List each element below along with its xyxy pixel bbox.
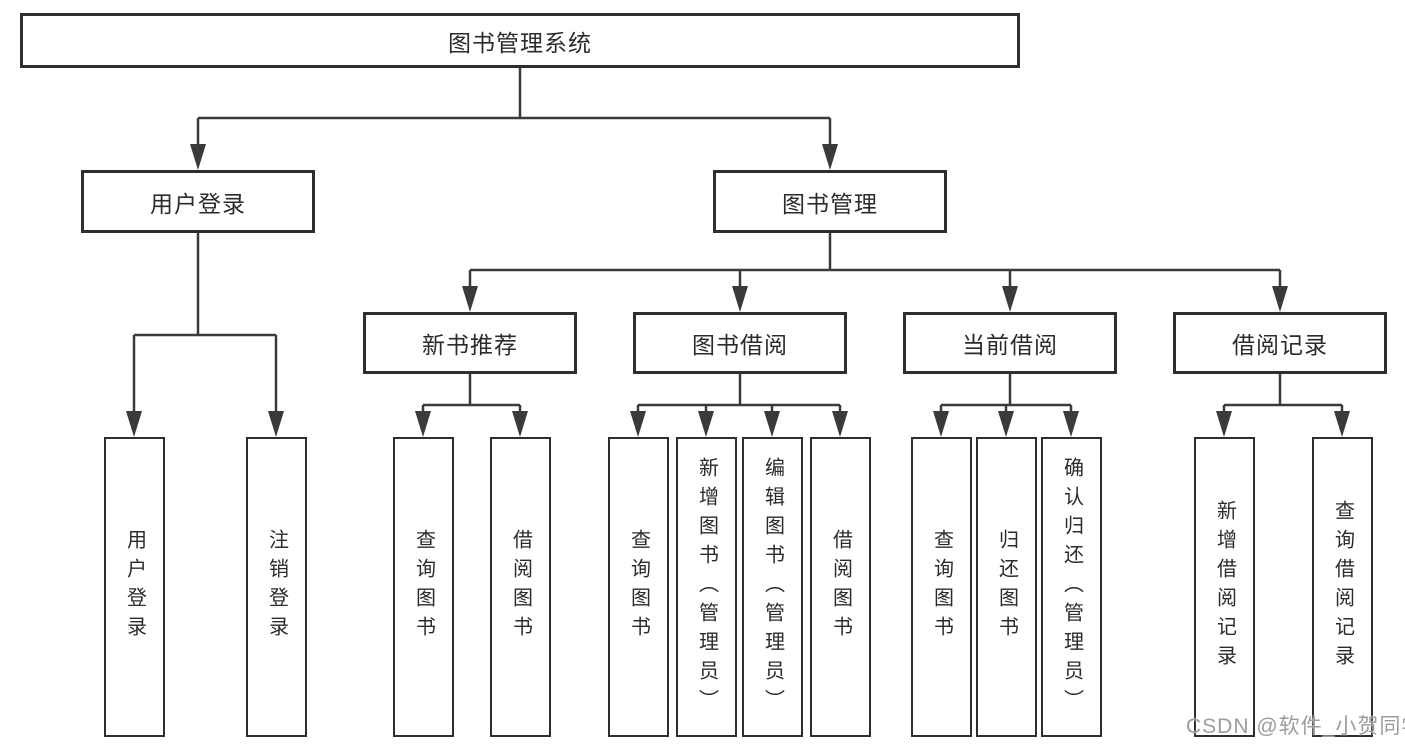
node-borrow-records: 借阅记录 xyxy=(1173,312,1387,374)
leaf-add-book-admin: 新增图书（管理员） xyxy=(676,437,737,737)
node-label: 新书推荐 xyxy=(422,332,518,358)
arrowhead-icon xyxy=(1063,411,1079,437)
edge-new-book-rec-children xyxy=(415,374,528,437)
leaf-borrow-books-2: 借阅图书 xyxy=(810,437,871,737)
arrowhead-icon xyxy=(832,411,848,437)
arrowhead-icon xyxy=(1216,411,1232,437)
leaf-add-borrow-record: 新增借阅记录 xyxy=(1194,437,1255,737)
arrowhead-icon xyxy=(190,144,206,170)
node-book-management: 图书管理 xyxy=(713,170,947,233)
node-label: 用户登录 xyxy=(150,190,246,217)
edge-current-borrow-children xyxy=(933,374,1079,437)
edge-book-mgmt-children xyxy=(462,233,1288,312)
node-label: 当前借阅 xyxy=(962,332,1058,358)
node-label: 图书管理系统 xyxy=(448,29,592,56)
node-label: 借阅图书 xyxy=(509,529,532,645)
leaf-query-borrow-record: 查询借阅记录 xyxy=(1312,437,1373,737)
leaf-query-books-2: 查询图书 xyxy=(608,437,669,737)
node-label: 归还图书 xyxy=(995,529,1018,645)
node-book-borrowing: 图书借阅 xyxy=(633,312,847,374)
arrowhead-icon xyxy=(732,286,748,312)
leaf-edit-book-admin: 编辑图书（管理员） xyxy=(742,437,803,737)
node-label: 编辑图书（管理员） xyxy=(761,456,784,718)
edge-book-borrow-children xyxy=(630,374,848,437)
watermark: CSDN @软件_小贺同学 xyxy=(1186,715,1405,738)
leaf-logout-login: 注销登录 xyxy=(246,437,307,737)
leaf-borrow-books-1: 借阅图书 xyxy=(490,437,551,737)
arrowhead-icon xyxy=(1272,286,1288,312)
node-label: 借阅图书 xyxy=(829,529,852,645)
arrowhead-icon xyxy=(462,286,478,312)
edge-user-login-children xyxy=(126,233,284,437)
leaf-return-book: 归还图书 xyxy=(976,437,1037,737)
node-label: 确认归还（管理员） xyxy=(1060,456,1083,718)
arrowhead-icon xyxy=(630,411,646,437)
node-current-borrowing: 当前借阅 xyxy=(903,312,1117,374)
node-label: 注销登录 xyxy=(265,529,288,645)
node-library-system: 图书管理系统 xyxy=(20,13,1020,68)
node-label: 查询图书 xyxy=(627,529,650,645)
node-label: 用户登录 xyxy=(123,529,146,645)
node-label: 查询图书 xyxy=(930,529,953,645)
arrowhead-icon xyxy=(698,411,714,437)
arrowhead-icon xyxy=(126,411,142,437)
node-label: 查询图书 xyxy=(412,529,435,645)
leaf-confirm-return-admin: 确认归还（管理员） xyxy=(1041,437,1102,737)
edge-borrow-records-children xyxy=(1216,374,1350,437)
node-label: 借阅记录 xyxy=(1232,332,1328,358)
arrowhead-icon xyxy=(268,411,284,437)
arrowhead-icon xyxy=(1002,286,1018,312)
arrowhead-icon xyxy=(512,411,528,437)
node-label: 查询借阅记录 xyxy=(1331,500,1354,674)
arrowhead-icon xyxy=(1334,411,1350,437)
arrowhead-icon xyxy=(933,411,949,437)
leaf-query-books-1: 查询图书 xyxy=(393,437,454,737)
arrowhead-icon xyxy=(764,411,780,437)
node-label: 图书管理 xyxy=(782,190,878,217)
leaf-user-login: 用户登录 xyxy=(104,437,165,737)
edge-root-to-level2 xyxy=(190,68,838,170)
node-new-book-recommend: 新书推荐 xyxy=(363,312,577,374)
node-label: 图书借阅 xyxy=(692,332,788,358)
arrowhead-icon xyxy=(998,411,1014,437)
node-label: 新增图书（管理员） xyxy=(695,456,718,718)
arrowhead-icon xyxy=(415,411,431,437)
node-label: 新增借阅记录 xyxy=(1213,500,1236,674)
arrowhead-icon xyxy=(822,144,838,170)
node-user-login: 用户登录 xyxy=(81,170,315,233)
leaf-query-books-3: 查询图书 xyxy=(911,437,972,737)
